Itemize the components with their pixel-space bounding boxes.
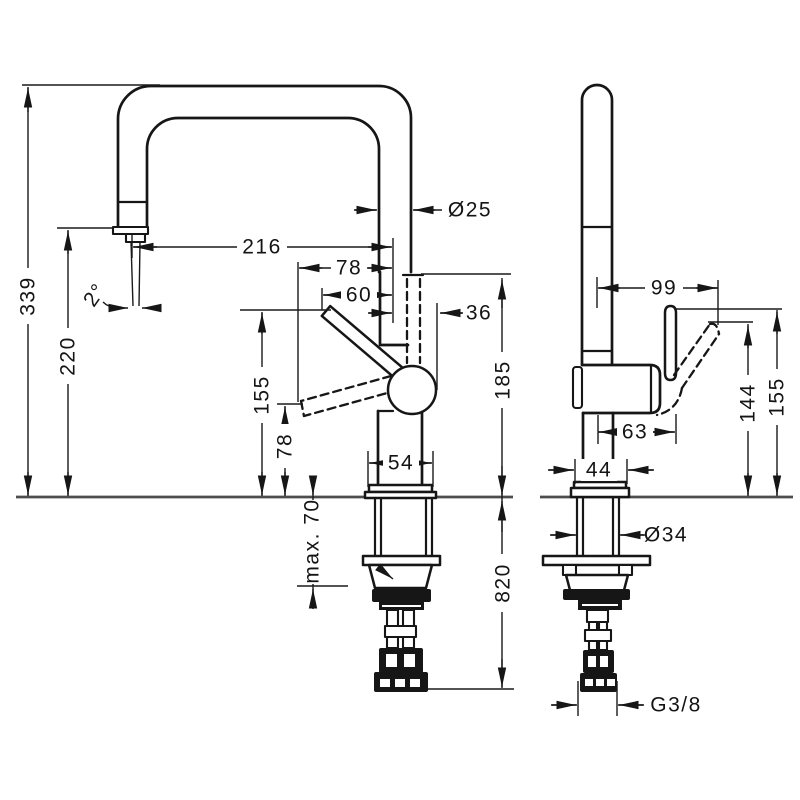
front-dimension-labels: 339 220 2° 216 78 60 Ø25 36 185 155 78 5… bbox=[17, 199, 515, 612]
front-extension-lines bbox=[22, 84, 514, 690]
supply-hose-side bbox=[580, 608, 617, 692]
dim-label-99: 99 bbox=[651, 277, 677, 300]
dim-label-78-reach: 78 bbox=[336, 257, 362, 280]
side-extension-lines bbox=[574, 277, 782, 716]
body-sleeve bbox=[378, 270, 410, 347]
spout-nut-side bbox=[571, 365, 584, 410]
mounting-shank bbox=[361, 496, 442, 610]
supply-hoses bbox=[374, 608, 428, 692]
handle-side bbox=[663, 304, 678, 382]
hidden-tube-dashed bbox=[401, 273, 425, 365]
dim-label-339: 339 bbox=[17, 276, 40, 316]
dim-label-216: 216 bbox=[242, 236, 282, 259]
front-arrows bbox=[23, 88, 507, 687]
side-dimension-labels: 99 63 144 155 44 Ø34 G3/8 bbox=[581, 277, 789, 717]
dim-label-60: 60 bbox=[346, 284, 372, 307]
base-flange bbox=[363, 483, 438, 500]
handle-lever bbox=[320, 304, 406, 381]
front-view: 339 220 2° 216 78 60 Ø25 36 185 155 78 5… bbox=[16, 84, 515, 692]
dim-label-63: 63 bbox=[622, 421, 648, 444]
dim-label-78-height: 78 bbox=[274, 433, 297, 459]
handle-side-open-dashed bbox=[655, 322, 721, 417]
dim-label-g38: G3/8 bbox=[650, 694, 702, 717]
body-column bbox=[376, 409, 424, 488]
dim-label-820: 820 bbox=[492, 563, 515, 603]
dim-label-dia34: Ø34 bbox=[644, 524, 688, 547]
dim-label-44: 44 bbox=[586, 459, 612, 482]
dim-label-185: 185 bbox=[492, 360, 515, 400]
dim-label-155-side: 155 bbox=[766, 377, 789, 417]
dim-label-angle: 2° bbox=[79, 279, 111, 311]
dim-label-36: 36 bbox=[466, 302, 492, 325]
dim-label-144: 144 bbox=[737, 383, 760, 423]
spout-outlet bbox=[111, 225, 150, 307]
side-view: 99 63 144 155 44 Ø34 G3/8 bbox=[540, 83, 793, 717]
dim-label-dia25: Ø25 bbox=[448, 199, 492, 222]
dim-label-max70: max. 70 bbox=[301, 498, 324, 583]
handle-pivot-boss bbox=[386, 364, 438, 416]
dim-label-54: 54 bbox=[388, 452, 414, 475]
spout-pipe-side bbox=[580, 83, 614, 366]
base-flange-side bbox=[569, 480, 631, 499]
cartridge-housing bbox=[580, 363, 662, 415]
side-arrows bbox=[549, 283, 782, 710]
spout-outline bbox=[116, 84, 413, 274]
dim-label-220: 220 bbox=[57, 336, 80, 376]
dim-label-155-front: 155 bbox=[251, 375, 274, 415]
mounting-shank-side bbox=[541, 496, 652, 610]
